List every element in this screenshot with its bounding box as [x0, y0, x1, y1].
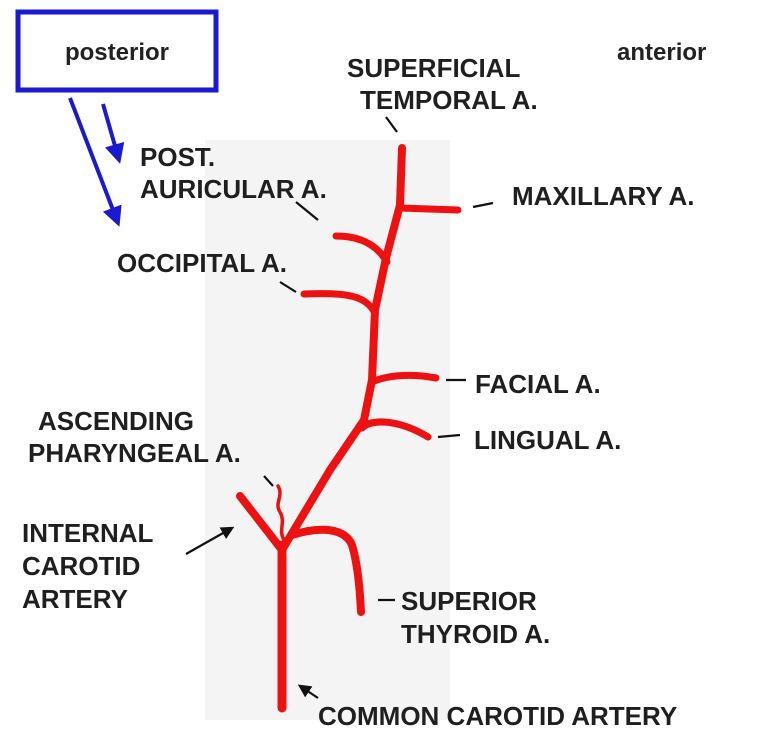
anterior-label: anterior [617, 39, 706, 66]
facial-label: FACIAL A. [475, 369, 601, 399]
internal-carotid-line-1: INTERNAL [22, 518, 154, 548]
posterior-arrow-long [70, 98, 118, 223]
common-carotid-label: COMMON CAROTID ARTERY [318, 701, 677, 731]
superficial-temporal-line-1: SUPERFICIAL [347, 53, 520, 83]
lingual-label: LINGUAL A. [474, 425, 621, 455]
post-auricular-line-2: AURICULAR A. [140, 174, 327, 204]
superior-thyroid-line-1: SUPERIOR [401, 586, 537, 616]
posterior-label: posterior [65, 39, 169, 66]
internal-carotid-line-2: CAROTID [22, 551, 140, 581]
maxillary-artery [400, 208, 458, 210]
posterior-arrow-short [103, 104, 119, 160]
ascending-pharyngeal-line-1: ASCENDING [38, 406, 194, 436]
post-auricular-line-1: POST. [140, 142, 215, 172]
superficial-temporal-label: SUPERFICIAL TEMPORAL A. [347, 53, 538, 115]
superficial-temporal-line-2: TEMPORAL A. [360, 85, 538, 115]
maxillary-pointer [473, 203, 493, 207]
maxillary-label: MAXILLARY A. [512, 181, 694, 211]
internal-carotid-line-3: ARTERY [22, 584, 128, 614]
superficial-temporal-pointer [386, 117, 397, 132]
internal-carotid-label: INTERNAL CAROTID ARTERY [22, 518, 160, 614]
ascending-pharyngeal-line-2: PHARYNGEAL A. [28, 438, 241, 468]
superior-thyroid-line-2: THYROID A. [401, 619, 550, 649]
occipital-label: OCCIPITAL A. [117, 248, 287, 278]
